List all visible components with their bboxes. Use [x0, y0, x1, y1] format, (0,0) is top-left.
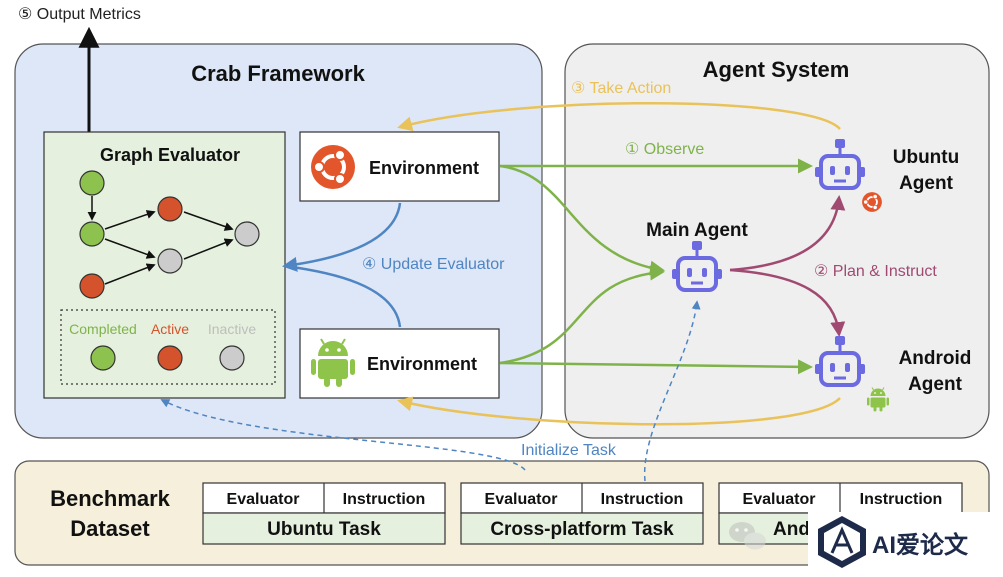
legend-inactive-node: [219, 345, 245, 371]
graph-edge: [183, 238, 234, 260]
initialize-task-label: Initialize Task: [521, 442, 617, 459]
graph-node-active: [79, 273, 105, 299]
update-evaluator-arrow: [282, 202, 402, 272]
watermark: AI爱论文: [729, 512, 1003, 570]
observe-arrow-main-from-ubuntu: [499, 164, 665, 276]
benchmark-title-line2: Dataset: [70, 516, 150, 541]
observe-arrow-main-from-android: [499, 265, 665, 365]
task-instruction-label: Instruction: [860, 491, 943, 508]
graph-legend-box: [60, 309, 276, 385]
task-evaluator-label: Evaluator: [485, 491, 558, 508]
agent-system-panel: [564, 43, 990, 439]
take-action-arrow-ubuntu: [397, 102, 841, 132]
task-name: Cross-platform Task: [490, 519, 674, 540]
android-agent-label-line1: Android: [899, 348, 972, 369]
task-evaluator-label: Evaluator: [227, 491, 300, 508]
graph-edge: [104, 210, 156, 230]
task-name: Ubuntu Task: [267, 519, 381, 540]
legend-completed-label: Completed: [69, 321, 137, 337]
benchmark-task-card: Evaluator Instruction Ubuntu Task: [202, 482, 446, 545]
initialize-task-label-bg: [518, 439, 632, 459]
legend-active-label: Active: [151, 321, 189, 337]
legend-active-node: [157, 345, 183, 371]
benchmark-task-card: Evaluator Instruction Cross-platform Tas…: [460, 482, 704, 545]
update-evaluator-arrow: [284, 264, 402, 328]
ubuntu-environment-label: Environment: [369, 158, 479, 178]
ubuntu-agent-label-line2: Agent: [899, 173, 954, 194]
observe-label: ① Observe: [625, 141, 704, 158]
graph-evaluator-title: Graph Evaluator: [100, 145, 240, 165]
task-name: And: [773, 519, 810, 540]
task-instruction-label: Instruction: [343, 491, 426, 508]
plan-instruct-label: ② Plan & Instruct: [814, 263, 937, 280]
benchmark-title-line1: Benchmark: [50, 486, 171, 511]
main-agent-label: Main Agent: [646, 220, 748, 241]
graph-node-completed: [79, 221, 105, 247]
initialize-task-arrow-main-agent: [643, 300, 701, 482]
task-instruction-label: Instruction: [601, 491, 684, 508]
wechat-icon: [729, 522, 766, 550]
take-action-arrow-android: [397, 396, 841, 426]
plan-instruct-arrow-android: [729, 268, 846, 337]
graph-edge: [104, 238, 156, 259]
ubuntu-logo-icon: [309, 143, 357, 191]
watermark-text: AI爱论文: [872, 531, 969, 559]
graph-edge: [104, 263, 156, 285]
agent-system-title: Agent System: [703, 57, 850, 82]
legend-inactive-label: Inactive: [208, 321, 256, 337]
watermark-logo-icon: [818, 516, 866, 568]
update-evaluator-label: ④ Update Evaluator: [362, 256, 505, 273]
legend-completed-node: [90, 345, 116, 371]
crab-framework-title: Crab Framework: [191, 61, 365, 86]
plan-instruct-arrow-ubuntu: [729, 195, 846, 272]
graph-node-active: [157, 196, 183, 222]
graph-node-completed: [79, 170, 105, 196]
graph-node-inactive: [234, 221, 260, 247]
ubuntu-agent-badge-icon: [861, 191, 883, 213]
observe-arrow-android: [499, 359, 813, 375]
task-evaluator-label: Evaluator: [743, 491, 816, 508]
android-environment-label: Environment: [367, 354, 477, 374]
android-agent-label-line2: Agent: [908, 374, 963, 395]
output-metrics-label: ⑤ Output Metrics: [18, 6, 141, 23]
initialize-task-arrow-evaluator: [160, 399, 526, 471]
ubuntu-agent-label-line1: Ubuntu: [893, 147, 959, 168]
take-action-label: ③ Take Action: [571, 80, 671, 97]
graph-edge: [183, 211, 234, 231]
graph-node-inactive: [157, 248, 183, 274]
